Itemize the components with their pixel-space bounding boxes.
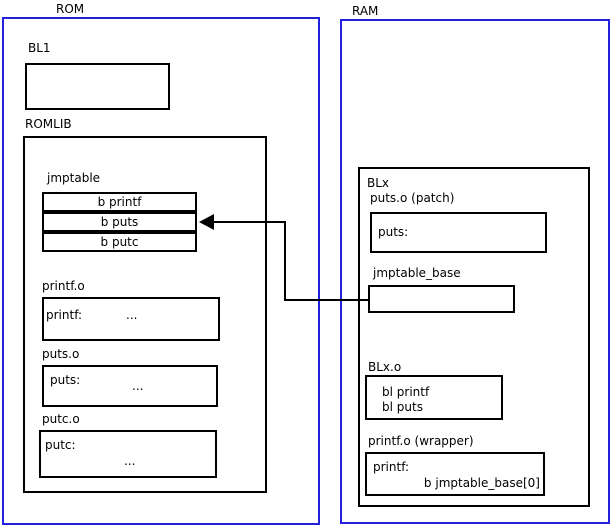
printf-o-label: printf.o — [42, 279, 85, 293]
puts-patch-box: puts: — [370, 212, 547, 253]
printf-o-box: printf: ... — [42, 297, 220, 341]
jmptable-entry-b-printf: b printf — [42, 192, 197, 212]
blx-o-instruction-bl-printf: bl printf — [382, 385, 430, 399]
romlib-box — [23, 136, 267, 493]
jmptable-entry-b-putc: b putc — [42, 232, 197, 252]
puts-o-symbol: puts: — [50, 373, 81, 387]
rom-title: ROM — [56, 2, 85, 16]
puts-patch-symbol: puts: — [378, 225, 409, 239]
blx-o-instruction-bl-puts: bl puts — [382, 400, 423, 414]
blx-o-box: bl printf bl puts — [365, 375, 503, 420]
bl1-label: BL1 — [28, 41, 51, 55]
printf-wrapper-instruction: b jmptable_base[0] — [423, 476, 540, 490]
blx-label: BLx — [367, 176, 390, 190]
blx-box — [358, 167, 590, 507]
jmptable-label: jmptable — [47, 171, 101, 185]
putc-o-box: putc: ... — [39, 430, 217, 478]
ram-title: RAM — [352, 4, 379, 18]
jmptable-entry-b-puts: b puts — [42, 212, 197, 232]
blx-o-label: BLx.o — [368, 360, 402, 374]
puts-patch-label: puts.o (patch) — [370, 191, 455, 205]
puts-o-body-dots: ... — [132, 379, 144, 393]
putc-o-label: putc.o — [42, 412, 80, 426]
putc-o-body-dots: ... — [124, 454, 136, 468]
printf-o-symbol: printf: — [46, 308, 83, 322]
puts-o-box: puts: ... — [42, 365, 218, 407]
printf-o-body-dots: ... — [126, 308, 138, 322]
bl1-box — [25, 63, 170, 110]
jmptable-base-box — [368, 285, 515, 313]
printf-wrapper-symbol: printf: — [373, 460, 410, 474]
jmptable-base-label: jmptable_base — [373, 266, 461, 280]
romlib-label: ROMLIB — [25, 117, 72, 131]
printf-wrapper-box: printf: b jmptable_base[0] — [365, 452, 545, 496]
putc-o-symbol: putc: — [45, 438, 76, 452]
puts-o-label: puts.o — [42, 347, 80, 361]
printf-wrapper-label: printf.o (wrapper) — [368, 434, 474, 448]
